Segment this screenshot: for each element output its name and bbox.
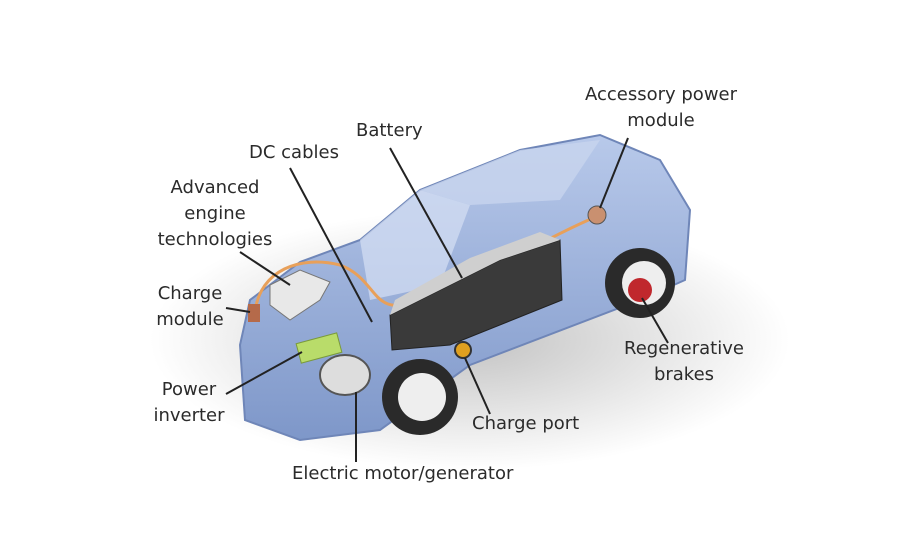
regenerative-brake <box>628 278 652 302</box>
leader-lines <box>225 137 669 462</box>
label-charge-port: Charge port <box>472 413 580 434</box>
label-dc-cables: DC cables <box>249 142 339 163</box>
accessory-power-module <box>587 205 607 225</box>
roof-glass <box>420 140 600 205</box>
leader-engine <box>239 251 291 286</box>
label-electric-motor-generator: Electric motor/generator <box>292 463 514 484</box>
leader-charge-module <box>225 307 251 313</box>
leader-dc-cables <box>289 167 373 323</box>
label-advanced-engine-technologies: Advanced engine technologies <box>157 177 273 250</box>
leader-inverter <box>225 351 303 395</box>
electric-motor <box>319 354 371 396</box>
label-battery: Battery <box>356 120 423 141</box>
label-regenerative-brakes: Regenerative brakes <box>624 338 744 385</box>
charge-module <box>248 304 260 322</box>
charge-port <box>454 341 472 359</box>
front-hub <box>398 373 446 421</box>
leader-charge-port <box>464 357 491 415</box>
windshield <box>360 190 470 300</box>
label-charge-module: Charge module <box>156 283 224 330</box>
label-accessory-power-module: Accessory power module <box>584 84 738 131</box>
battery-top <box>390 232 560 315</box>
leader-battery <box>389 147 463 279</box>
label-power-inverter: Power inverter <box>153 379 225 426</box>
leader-accessory <box>599 137 629 209</box>
leader-brakes <box>641 297 669 344</box>
